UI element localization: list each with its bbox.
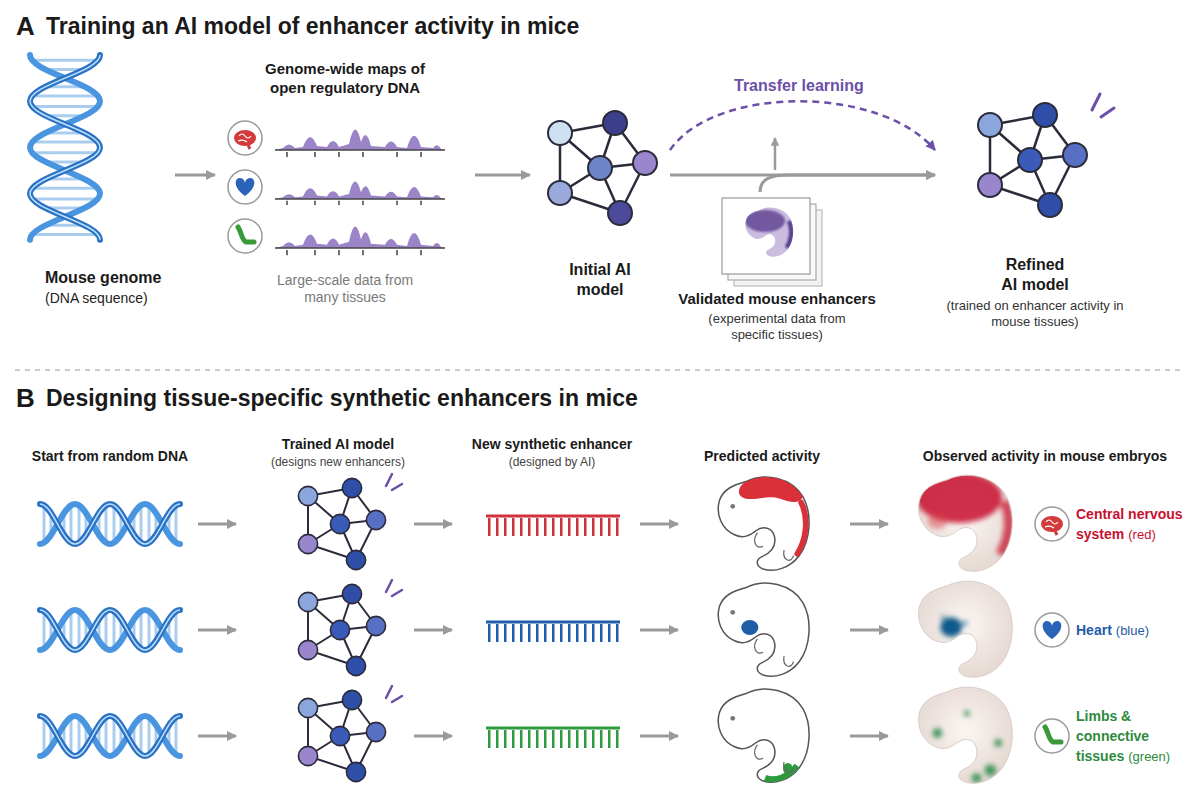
stage-box: Validated mouse enhancers (experimental d… [672,192,882,357]
panel-letter: B [16,384,46,413]
tissue-label: Heart (blue) [1076,620,1194,640]
flow-arrow [760,175,935,192]
tissue-color: (red) [1128,527,1155,542]
column-note: (designs new enhancers) [248,455,428,470]
tissue-label: Limbs & connective tissues(green) [1076,706,1194,766]
flow-arrow [670,101,935,150]
caption-note: (experimental data from specific tissues… [692,311,862,343]
design-row [40,472,1069,571]
caption: Initial AI model [564,260,636,299]
stage-box: Mouse genome (DNA sequence) [10,50,175,320]
caption-note: (DNA sequence) [45,290,175,307]
accessibility-track [275,182,445,205]
tissue-color: (blue) [1116,623,1149,638]
column-header: Predicted activity [682,448,842,465]
panel-letter: A [16,12,46,41]
design-row [40,686,1069,783]
limb-icon [228,219,262,253]
stage-box: Initial AI model [530,100,670,305]
caption-note: Large-scale data from many tissues [260,272,430,306]
column-header: New synthetic enhancer [457,436,647,453]
panel-title: Designing tissue-specific synthetic enha… [46,386,846,411]
network-icon [548,111,657,225]
edge-label: Transfer learning [731,76,867,95]
column-note: (designed by AI) [457,455,647,470]
sparkle [1092,94,1114,117]
accessibility-track [275,129,445,157]
flow-arrow [475,174,530,177]
column-header: Trained AI model [248,436,428,453]
heart-icon [228,170,262,204]
network-icon [978,103,1087,217]
panel-title: Training an AI model of enhancer activit… [46,14,846,39]
stage-box: Refined AI model (trained on enhancer act… [935,95,1135,350]
tissue-label: Central nervous system(red) [1076,504,1194,544]
dna-helix [30,55,100,240]
caption: Mouse genome [45,268,175,288]
design-row [40,580,1069,677]
stage-box: Genome-wide maps of open regulatory DNA L… [215,60,475,322]
column-header: Start from random DNA [10,448,210,465]
caption: Validated mouse enhancers [672,290,882,308]
caption: Refined AI model [999,255,1071,294]
merge-arrow [774,138,777,170]
tissue-name: Heart [1076,622,1112,638]
flow-arrow [175,174,215,177]
panel-divider [15,369,1185,371]
caption-note: (trained on enhancer activity in mouse t… [940,298,1130,330]
accessibility-track [275,226,445,255]
caption: Genome-wide maps of open regulatory DNA [255,60,435,98]
brain-icon [228,121,262,155]
tissue-color: (green) [1128,749,1170,764]
enhancer-cards [722,198,822,286]
column-header: Observed activity in mouse embryos [900,448,1190,465]
